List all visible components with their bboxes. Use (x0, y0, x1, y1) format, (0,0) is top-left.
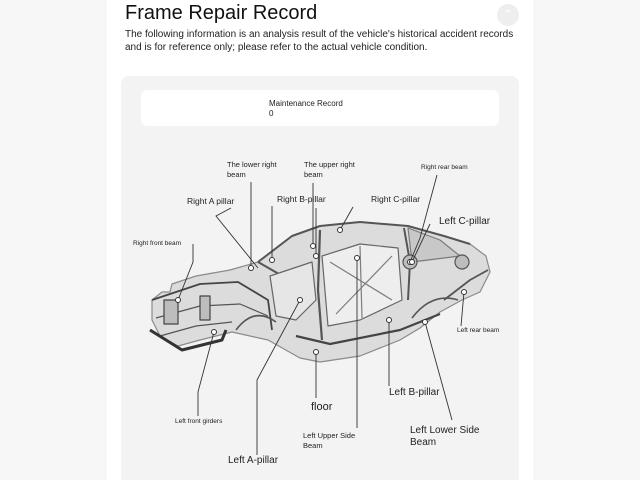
label-left-front-girders: Left front girders (175, 418, 223, 425)
label-right-front-beam: Right front beam (133, 240, 182, 247)
page-title: Frame Repair Record (125, 2, 318, 24)
chevron-up-icon: ⌃ (502, 7, 514, 22)
label-lower-right-beam: The lower right beam (227, 160, 277, 179)
label-floor: floor (311, 401, 333, 413)
right-margin (534, 0, 640, 480)
maintenance-record-box: Maintenance Record 0 (141, 90, 499, 126)
label-upper-right-beam: The upper right beam (304, 160, 355, 179)
maintenance-record-label: Maintenance Record (269, 99, 343, 108)
label-left-c-pillar: Left C-pillar (439, 216, 491, 227)
scroll-top-button[interactable]: ⌃ (497, 4, 519, 26)
label-right-b-pillar: Right B-pillar (277, 194, 326, 204)
label-left-lower-side-beam: Left Lower Side Beam (410, 425, 480, 448)
label-right-a-pillar: Right A pillar (187, 196, 235, 206)
label-left-upper-side-beam: Left Upper Side Beam (303, 431, 356, 450)
label-right-c-pillar: Right C-pillar (371, 194, 421, 204)
label-left-rear-beam: Left rear beam (457, 327, 500, 334)
label-left-a-pillar: Left A-pillar (228, 455, 279, 466)
left-margin (0, 0, 106, 480)
maintenance-record-value: 0 (269, 109, 274, 118)
label-right-rear-beam: Right rear beam (421, 164, 468, 171)
label-left-b-pillar: Left B-pillar (389, 387, 440, 398)
disclaimer-text: The following information is an analysis… (125, 29, 514, 53)
